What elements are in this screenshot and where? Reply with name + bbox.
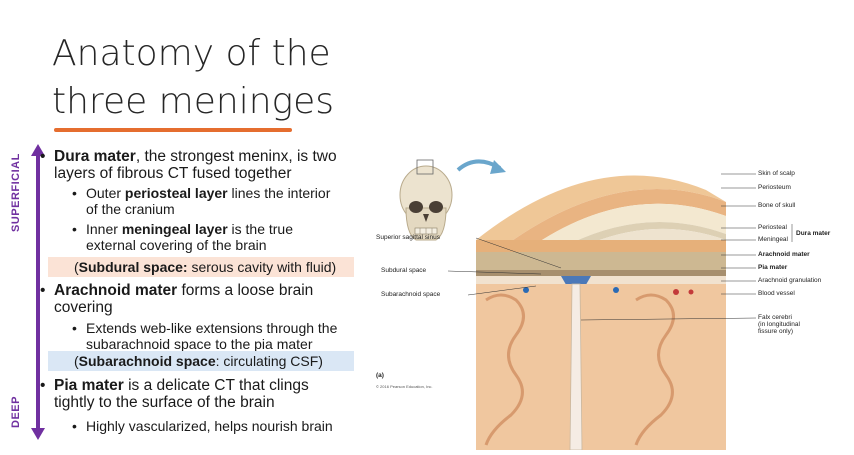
bullet-text: external covering of the brain (86, 237, 267, 253)
meninges-illustration: Superior sagittal sinus Subdural space S… (376, 150, 850, 451)
term-periosteal-layer: periosteal layer (124, 185, 228, 201)
axis-label-superficial: SUPERFICIAL (10, 153, 22, 232)
label-pia-mater: Pia mater (758, 264, 788, 271)
bullet-text: forms a loose brain (177, 282, 314, 299)
bullet-periosteal-layer: • Outer periosteal layer lines the inter… (72, 185, 356, 217)
label-arachnoid-mater: Arachnoid mater (758, 251, 810, 258)
label-skin-of-scalp: Skin of scalp (758, 170, 795, 177)
label-blood-vessel: Blood vessel (758, 290, 795, 297)
subarachnoid-space-band: (Subarachnoid space: circulating CSF) (48, 351, 354, 371)
band-text: serous cavity with fluid) (187, 259, 337, 275)
arrow-up-icon (31, 144, 45, 156)
bullet-text: Inner (86, 221, 122, 237)
title-line-1: Anatomy of the (52, 33, 331, 74)
subdural-space-band: (Subdural space: serous cavity with flui… (48, 257, 354, 277)
band-text: : circulating CSF) (215, 353, 323, 369)
title-line-2: three meninges (52, 81, 335, 122)
bullet-dot-icon: • (40, 377, 46, 394)
arrow-down-icon (31, 428, 45, 440)
bullet-arachnoid-mater: • Arachnoid mater forms a loose brain co… (40, 282, 374, 316)
label-periosteum: Periosteum (758, 184, 791, 191)
band-text: ( (74, 353, 79, 369)
bullet-text: covering (54, 299, 113, 316)
page-title: Anatomy of the three meninges (52, 30, 382, 126)
bullet-text: of the cranium (86, 201, 175, 217)
bullet-text: Highly vascularized, helps nourish brain (86, 418, 333, 434)
term-pia-mater: Pia mater (54, 377, 124, 394)
figure-panel-letter: (a) (376, 372, 384, 379)
bullet-dot-icon: • (72, 418, 77, 434)
bullet-text: is the true (227, 221, 294, 237)
bullet-text: lines the interior (227, 185, 331, 201)
bullet-dot-icon: • (40, 282, 46, 299)
label-dura-mater: Dura mater (796, 230, 831, 237)
bullet-text: is a delicate CT that clings (123, 377, 309, 394)
figure-copyright: © 2016 Pearson Education, Inc. (376, 384, 433, 389)
bullet-text: tightly to the surface of the brain (54, 394, 275, 411)
term-meningeal-layer: meningeal layer (121, 221, 228, 237)
bullet-dot-icon: • (72, 185, 77, 201)
bullet-dot-icon: • (72, 320, 77, 336)
bullet-text: subarachnoid space to the pia mater (86, 336, 313, 352)
meninges-diagram-svg (399, 159, 793, 451)
bullet-dura-mater: • Dura mater, the strongest meninx, is t… (40, 148, 374, 182)
depth-axis-line (36, 154, 40, 432)
bullet-text: layers of fibrous CT fused together (54, 165, 292, 182)
label-bone-of-skull: Bone of skull (758, 202, 796, 209)
label-meningeal: Meningeal (758, 236, 788, 243)
label-periosteal: Periosteal (758, 224, 787, 231)
term-arachnoid-mater: Arachnoid mater (54, 282, 178, 299)
meninges-block (447, 173, 793, 451)
label-subarachnoid-space: Subarachnoid space (381, 291, 441, 298)
bullet-dot-icon: • (72, 221, 77, 237)
bullet-dot-icon: • (40, 148, 46, 165)
bullet-arachnoid-extensions: • Extends web-like extensions through th… (72, 320, 366, 352)
bullet-pia-mater: • Pia mater is a delicate CT that clings… (40, 377, 374, 411)
bullet-text: Outer (86, 185, 125, 201)
term-dura-mater: Dura mater (54, 148, 136, 165)
label-falx-cerebri-note-1: (in longitudinal (758, 321, 800, 328)
bullet-meningeal-layer: • Inner meningeal layer is the true exte… (72, 221, 356, 253)
bullet-pia-vascularized: • Highly vascularized, helps nourish bra… (72, 418, 366, 434)
term-subarachnoid-space: Subarachnoid space (78, 353, 216, 369)
axis-label-deep: DEEP (10, 396, 22, 428)
term-subdural-space: Subdural space: (78, 259, 188, 275)
arrowhead-icon (490, 160, 506, 174)
skull-image (399, 159, 453, 241)
label-falx-cerebri: Falx cerebri (758, 314, 792, 321)
label-superior-sagittal-sinus: Superior sagittal sinus (376, 234, 440, 241)
title-underline (54, 128, 292, 132)
label-falx-cerebri-note-2: fissure only) (758, 328, 794, 335)
label-arachnoid-granulation: Arachnoid granulation (758, 277, 822, 284)
label-subdural-space: Subdural space (381, 267, 427, 274)
bullet-text: , the strongest meninx, is two (135, 148, 337, 165)
bullet-text: Extends web-like extensions through the (86, 320, 338, 336)
band-text: ( (74, 259, 79, 275)
